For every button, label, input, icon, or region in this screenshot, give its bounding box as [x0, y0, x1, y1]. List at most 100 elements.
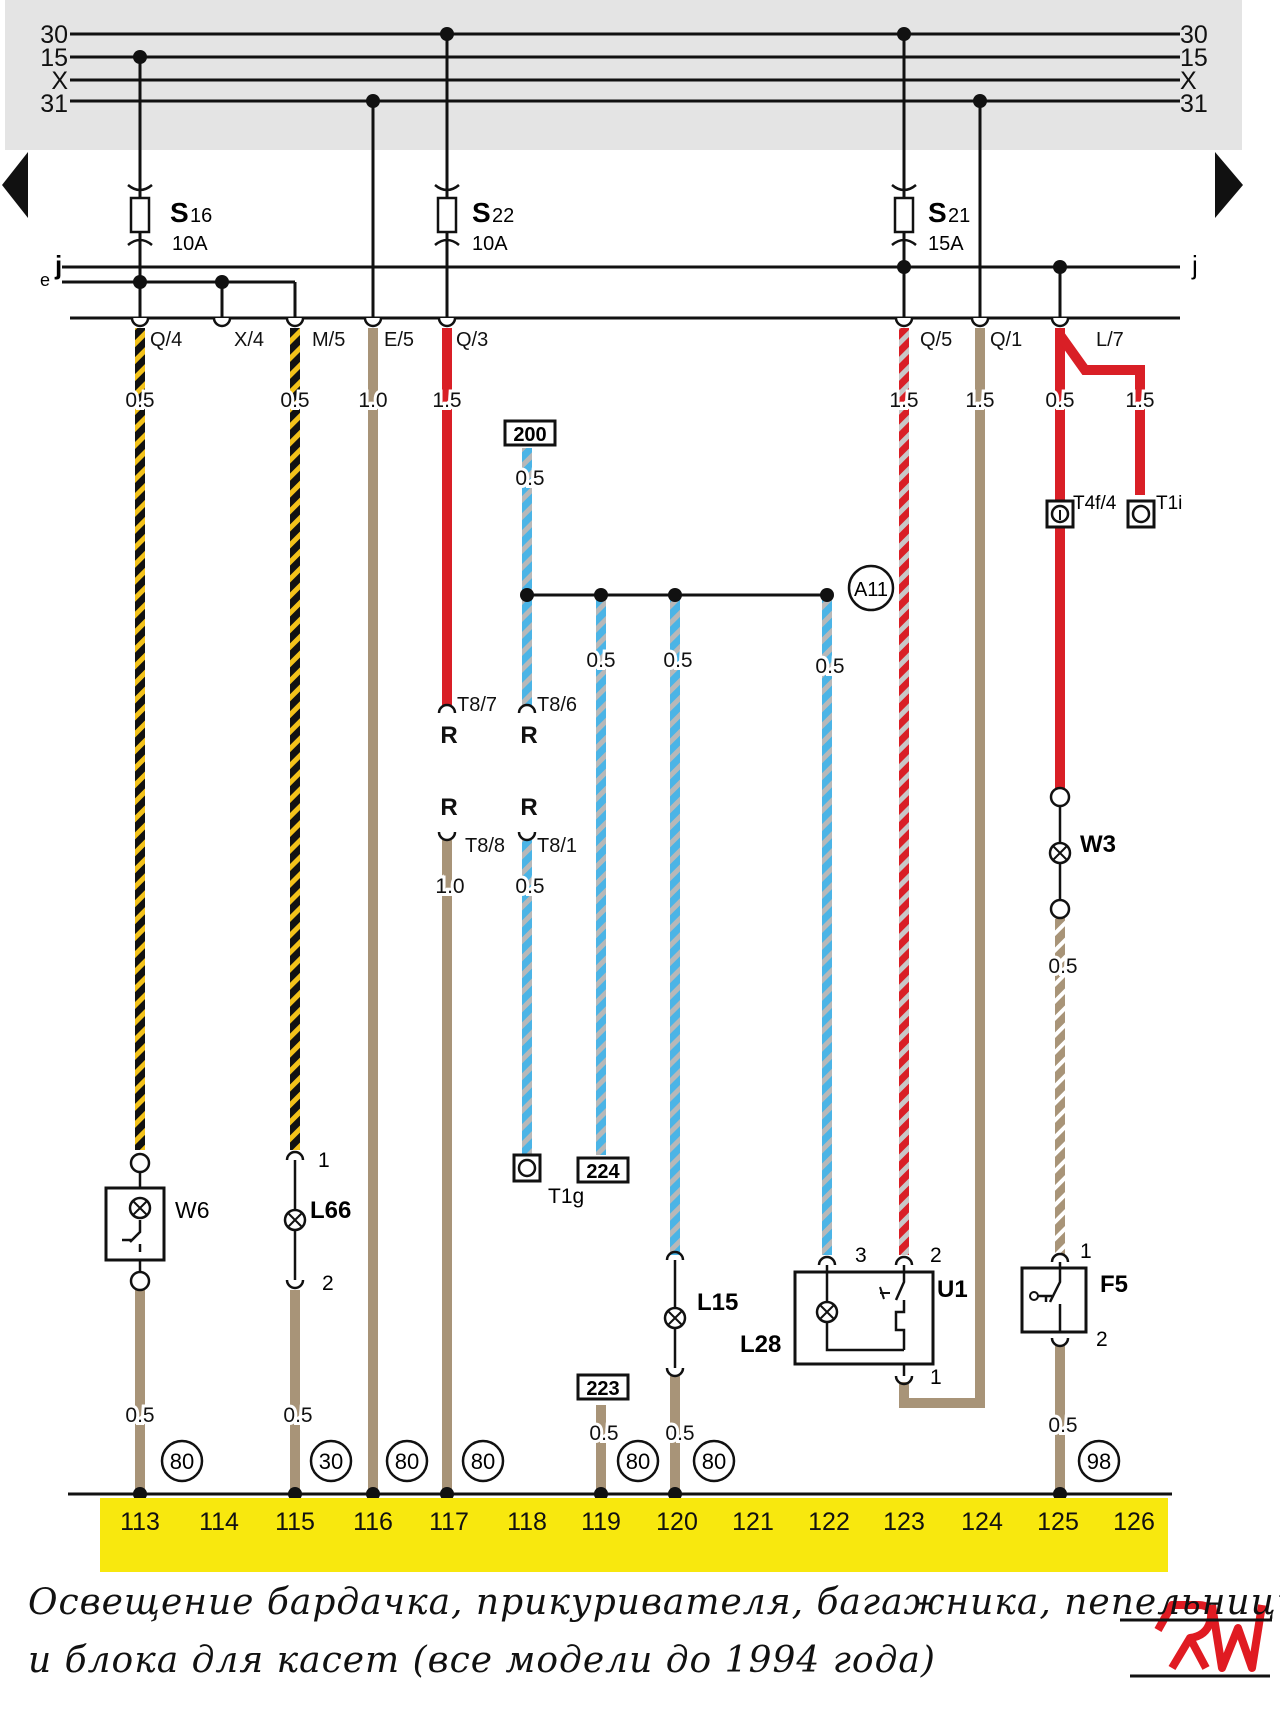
- t4f4-label: T4f/4: [1073, 493, 1117, 514]
- pos-122: 122: [808, 1508, 850, 1536]
- r-labels: R R R R: [440, 722, 537, 821]
- boxed-ref-223[interactable]: 223: [576, 1373, 630, 1401]
- u1-pin-3: 3: [855, 1244, 867, 1267]
- circled-ref-120-text: 80: [702, 1449, 726, 1474]
- switch-f5: 1 F5 2: [1020, 1240, 1128, 1351]
- circled-ref-115-text: 30: [319, 1449, 343, 1474]
- next-page-arrow-icon[interactable]: [1215, 152, 1243, 218]
- t8-1-label: T8/1: [537, 835, 577, 857]
- bus-right-labels: 30 15 X 31: [1180, 21, 1208, 118]
- fuse-s16-rating: 10A: [172, 233, 208, 255]
- gauge-125-low: 0.5: [1048, 955, 1077, 978]
- gauge-115: 0.5: [280, 389, 309, 412]
- circled-ref-120[interactable]: 80: [692, 1439, 736, 1483]
- a11-label: A11: [854, 579, 888, 601]
- boxed-ref-224-text: 224: [586, 1161, 620, 1183]
- bus-lines: [70, 32, 1180, 103]
- circled-refs: 80 30 80 80 80 80 98: [160, 1439, 1121, 1483]
- t8-6-label: T8/6: [537, 694, 577, 716]
- pos-118: 118: [507, 1508, 547, 1536]
- t1i-connector: T1i: [1126, 493, 1182, 529]
- wire-124-return: [899, 1382, 985, 1408]
- j-label-left: j: [54, 250, 62, 280]
- r-label-1: R: [440, 722, 457, 749]
- l66-pin-1: 1: [318, 1149, 330, 1172]
- boxed-ref-200-text: 200: [513, 424, 546, 446]
- f5-pin-2: 2: [1096, 1328, 1108, 1351]
- circled-ref-125[interactable]: 98: [1077, 1439, 1121, 1483]
- pos-115: 115: [275, 1508, 315, 1536]
- conn-m5: M/5: [312, 329, 345, 351]
- r-label-3: R: [440, 794, 457, 821]
- pos-123: 123: [883, 1508, 925, 1536]
- circled-ref-115[interactable]: 30: [309, 1439, 353, 1483]
- l66-label: L66: [310, 1197, 351, 1224]
- t4f4-connector: T4f/4: [1045, 493, 1117, 529]
- circled-ref-116[interactable]: 80: [385, 1439, 429, 1483]
- gauge-labels: 0.5 0.5 1.0 1.5 1.5 1.5 0.5 1.5 0.5 0.5 …: [122, 386, 1157, 1448]
- bus-dots: [133, 27, 1067, 289]
- bus-label-31-left: 31: [40, 90, 68, 118]
- conn-q5: Q/5: [920, 329, 952, 351]
- position-bar: [100, 1498, 1168, 1572]
- fuse-s22: S 22 10A: [434, 184, 514, 255]
- e-label-left: e: [40, 270, 50, 290]
- bus-label-x-right: X: [1180, 67, 1197, 95]
- gauge-119: 0.5: [586, 649, 615, 672]
- gauge-113-bot: 0.5: [125, 1404, 154, 1427]
- conn-x4: X/4: [234, 329, 264, 351]
- conn-l7: L/7: [1096, 329, 1124, 351]
- pos-116: 116: [353, 1508, 393, 1536]
- u1-pin-2: 2: [930, 1244, 942, 1267]
- circled-ref-117[interactable]: 80: [461, 1439, 505, 1483]
- lamp-w6: W6: [104, 1152, 210, 1292]
- conn-e5: E/5: [384, 329, 414, 351]
- circled-ref-119-text: 80: [626, 1449, 650, 1474]
- t1g-label: T1g: [548, 1185, 584, 1208]
- fuse-s21: S 21 15A: [891, 184, 970, 255]
- circled-ref-113[interactable]: 80: [160, 1439, 204, 1483]
- circled-ref-113-text: 80: [170, 1449, 194, 1474]
- gauge-118-top: 0.5: [515, 467, 544, 490]
- conn-q1: Q/1: [990, 329, 1022, 351]
- caption-line-2: и блока для касет (все модели до 1994 го…: [28, 1640, 936, 1681]
- lighter-u1: 3 2 U1 L28 1: [740, 1244, 968, 1389]
- top-connector-labels: Q/4 X/4 M/5 E/5 Q/3 Q/5 Q/1 L/7: [150, 329, 1124, 351]
- boxed-ref-200[interactable]: 200: [503, 419, 557, 447]
- fuse-s21-rating: 15A: [928, 233, 964, 255]
- pos-114: 114: [199, 1508, 239, 1536]
- gauge-125b: 1.5: [1125, 389, 1154, 412]
- bus-label-x-left: X: [51, 67, 68, 95]
- t8-7-label: T8/7: [457, 694, 497, 716]
- f5-label: F5: [1100, 1271, 1128, 1298]
- lamp-l15: L15: [663, 1250, 738, 1378]
- rwi-logo: [1130, 1601, 1270, 1678]
- lamp-l66: 1 L66 2: [283, 1149, 351, 1295]
- pos-121: 121: [732, 1508, 774, 1536]
- t8-connectors: [437, 703, 537, 842]
- fuse-s21-sub: 21: [948, 205, 970, 227]
- pos-113: 113: [120, 1508, 160, 1536]
- gauge-125-bot: 0.5: [1048, 1414, 1077, 1437]
- pos-126: 126: [1113, 1508, 1155, 1536]
- bus-label-31-right: 31: [1180, 90, 1208, 118]
- pos-119: 119: [581, 1508, 621, 1536]
- boxed-ref-224[interactable]: 224: [576, 1156, 630, 1184]
- fuse-s16-sub: 16: [190, 205, 212, 227]
- boxed-ref-223-text: 223: [586, 1378, 619, 1400]
- t8-8-label: T8/8: [465, 835, 505, 857]
- pos-125: 125: [1037, 1508, 1079, 1536]
- prev-page-arrow-icon[interactable]: [2, 152, 28, 218]
- gauge-118-low: 0.5: [515, 875, 544, 898]
- bus-left-labels: 30 15 X 31: [40, 21, 68, 118]
- pos-124: 124: [961, 1508, 1003, 1536]
- r-label-2: R: [520, 722, 537, 749]
- gauge-119-bot: 0.5: [589, 1422, 618, 1445]
- gauge-123: 1.5: [889, 389, 918, 412]
- circled-ref-119[interactable]: 80: [616, 1439, 660, 1483]
- bus-label-30-right: 30: [1180, 21, 1208, 49]
- t8-labels: T8/7 T8/6 T8/8 T8/1: [457, 694, 577, 857]
- gauge-115-bot: 0.5: [283, 1404, 312, 1427]
- pos-120: 120: [656, 1508, 698, 1536]
- fuse-s22-rating: 10A: [472, 233, 508, 255]
